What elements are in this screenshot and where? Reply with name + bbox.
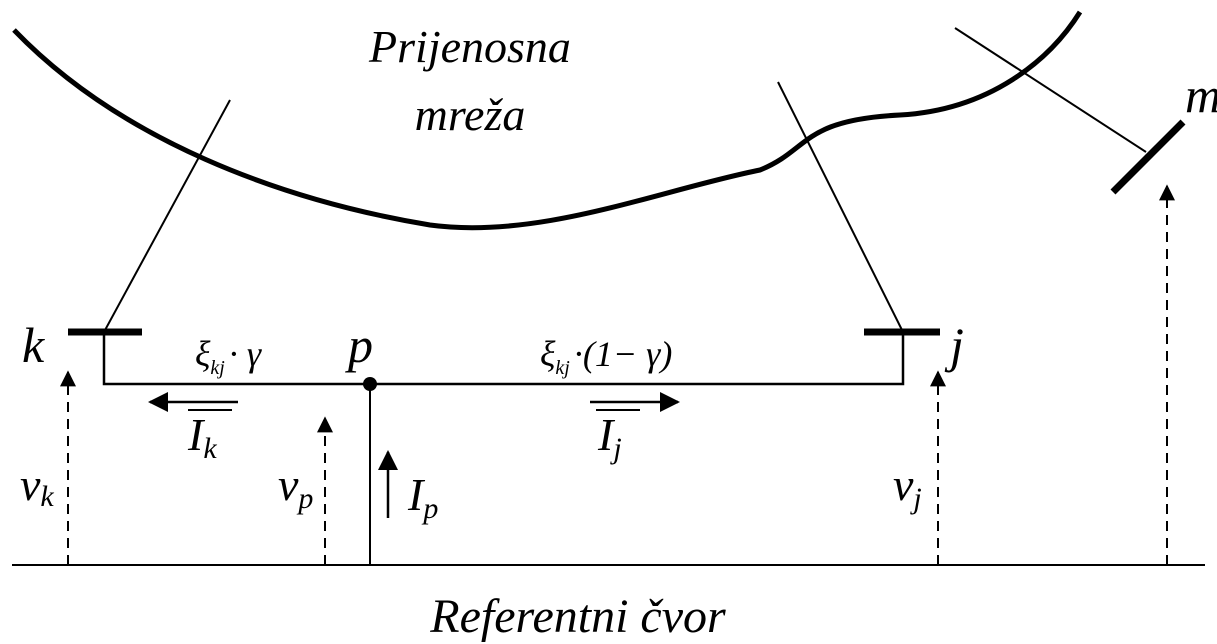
line-network-to-k <box>103 99 231 333</box>
network-curve <box>12 10 1083 231</box>
network-title-line1: Prijenosna <box>368 21 571 72</box>
vp-main: v <box>278 459 299 510</box>
Ip-sub: p <box>421 492 438 525</box>
current-label-Ip: Ip <box>407 469 438 525</box>
network-title-line2: mreža <box>415 89 526 140</box>
node-label-m: m <box>1185 67 1217 123</box>
Ik-sub: k <box>203 432 217 465</box>
voltage-label-vp: vp <box>278 459 313 515</box>
current-label-Ik: Ik <box>187 409 217 465</box>
segment-label-right: ξkj·(1− γ) <box>540 334 672 379</box>
current-label-Ij: Ij <box>597 409 622 465</box>
line-network-to-j <box>777 81 904 333</box>
vk-main: v <box>20 459 41 510</box>
vj-sub: j <box>909 482 921 515</box>
Ik-main: I <box>187 409 206 460</box>
Ip-main: I <box>407 469 426 520</box>
line-network-to-m <box>954 27 1147 153</box>
voltage-label-vj: vj <box>893 459 922 515</box>
Ij-sub: j <box>609 432 621 465</box>
branch-k-j <box>102 332 905 386</box>
segment-right-symbol: ξ <box>540 334 556 374</box>
node-label-k: k <box>22 317 45 373</box>
Ij-main: I <box>597 409 616 460</box>
reference-node-label: Referentni čvor <box>429 590 726 643</box>
segment-label-left: ξkj· γ <box>195 334 262 379</box>
segment-right-rest: ·(1− γ) <box>574 334 672 374</box>
voltage-label-vk: vk <box>20 459 54 513</box>
segment-left-symbol: ξ <box>195 334 211 374</box>
node-label-j: j <box>944 317 964 373</box>
node-label-p: p <box>345 317 373 373</box>
vk-sub: k <box>40 480 54 513</box>
vp-sub: p <box>296 482 313 515</box>
segment-left-sub: kj <box>210 357 225 379</box>
segment-right-sub: kj <box>555 357 570 379</box>
vj-main: v <box>893 459 914 510</box>
bus-m <box>1110 119 1186 195</box>
segment-left-rest: · γ <box>229 334 262 374</box>
